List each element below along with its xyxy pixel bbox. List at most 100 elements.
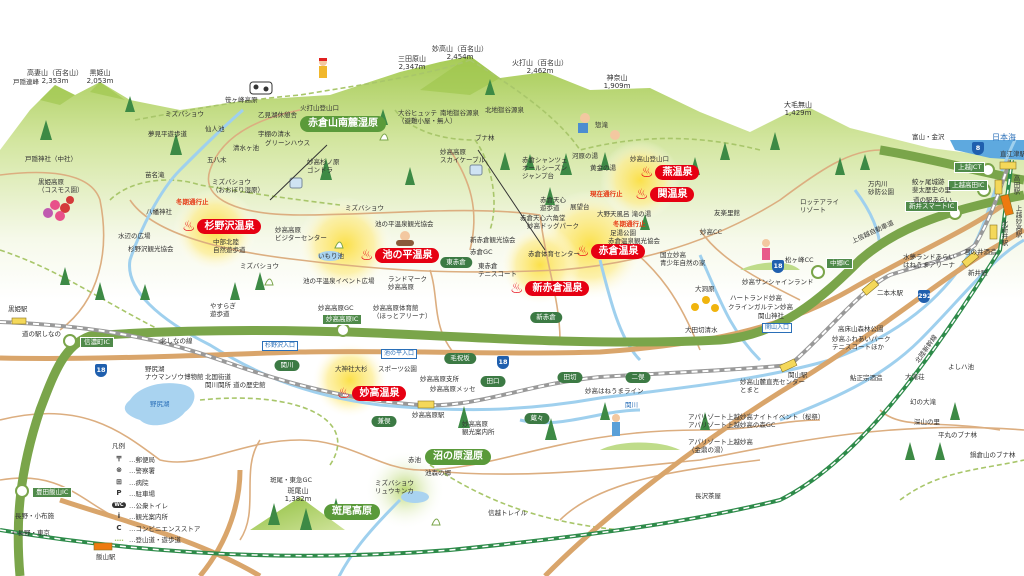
poi-label[interactable]: 宇棚の清水 <box>258 130 291 138</box>
poi-label[interactable]: ランドマーク 妙高高原 <box>388 275 427 291</box>
poi-label[interactable]: 野尻湖 ナウマンゾウ博物館 <box>145 365 204 381</box>
poi-label[interactable]: 道の駅あらい <box>913 196 952 204</box>
poi-label[interactable]: 君の井酒造 <box>964 248 997 256</box>
poi-label[interactable]: 平丸のブナ林 <box>938 431 977 439</box>
area-badge[interactable]: 赤倉山南麓湿原 <box>300 116 386 132</box>
poi-label[interactable]: 苗名滝 <box>145 171 165 179</box>
onsen-badge[interactable]: ♨杉野沢温泉 <box>182 219 262 234</box>
poi-label[interactable]: 赤池 <box>408 456 421 464</box>
poi-label[interactable]: 夢見平遊歩道 <box>148 130 187 138</box>
poi-label[interactable]: 清水ヶ池 <box>233 144 259 152</box>
poi-label[interactable]: 惣滝 <box>595 121 608 129</box>
onsen-badge[interactable]: ♨関温泉 <box>635 187 695 202</box>
poi-label[interactable]: ミズバショウ <box>345 204 384 212</box>
onsen-badge[interactable]: ♨妙高温泉 <box>337 386 407 401</box>
poi-label[interactable]: 杉野沢観光協会 <box>128 245 174 253</box>
poi-label[interactable]: ロッテアライ リゾート <box>800 198 839 214</box>
poi-label[interactable]: 仙人池 <box>205 125 225 133</box>
poi-label[interactable]: 池森の郷 <box>425 469 451 477</box>
poi-label[interactable]: 妙高高原メッセ <box>430 385 476 393</box>
poi-label[interactable]: アパリゾート上越妙高 （金鼎の湯） <box>688 438 753 454</box>
poi-label[interactable]: 妙高高原GC <box>318 304 354 312</box>
poi-label[interactable]: ミズバショウ <box>165 110 204 118</box>
poi-label[interactable]: 妙高高原 スカイケーブル <box>440 148 486 164</box>
poi-label[interactable]: 戸隠連峰 <box>13 78 39 86</box>
poi-label[interactable]: 池の平温泉観光協会 <box>375 220 434 228</box>
poi-label[interactable]: 戸隠神社（中社） <box>25 155 77 163</box>
poi-label[interactable]: 深山の里 <box>914 418 940 426</box>
poi-label[interactable]: 妙高山登山口 <box>630 155 669 163</box>
poi-label[interactable]: よしハ池 <box>948 363 974 371</box>
poi-label[interactable]: 黄金の湯 <box>590 164 616 172</box>
poi-label[interactable]: 妙高ふれあいパーク テニスコートほか <box>832 335 891 351</box>
poi-label[interactable]: 妙高高原 観光案内所 <box>462 420 495 436</box>
onsen-badge[interactable]: ♨赤倉温泉 <box>576 244 646 259</box>
poi-label[interactable]: 赤倉体育センター <box>528 250 580 258</box>
poi-label[interactable]: 幻の大滝 <box>910 398 936 406</box>
poi-label[interactable]: 水辺の広場 <box>118 232 151 240</box>
poi-label[interactable]: ミズバショウ リュウキンカ <box>375 479 414 495</box>
poi-label[interactable]: 大野天風呂 滝の湯 <box>597 210 652 218</box>
poi-label[interactable]: 大田切清水 <box>685 326 718 334</box>
poi-label[interactable]: 赤倉天心六角堂 <box>520 214 566 222</box>
poi-label[interactable]: やすらぎ 遊歩道 <box>210 302 236 318</box>
poi-label[interactable]: 鮎正宗酒造 <box>850 374 883 382</box>
poi-label[interactable]: クラインガルテン妙高 <box>728 303 793 311</box>
poi-label[interactable]: 道の駅しなの <box>22 330 61 338</box>
poi-label[interactable]: スポーツ公園 <box>378 365 417 373</box>
poi-label[interactable]: 火打山登山口 <box>300 104 339 112</box>
poi-label[interactable]: 大谷ヒュッテ （避難小屋・無人） <box>398 109 457 125</box>
poi-label[interactable]: 八幡神社 <box>146 208 172 216</box>
poi-label[interactable]: 東赤倉 テニスコート <box>478 262 517 278</box>
poi-label[interactable]: ミズバショウ （おおぼり湿原） <box>212 178 264 194</box>
onsen-badge[interactable]: ♨燕温泉 <box>640 165 700 180</box>
poi-label[interactable]: 妙高高原体育館 （ほっとアリーナ） <box>373 304 432 320</box>
poi-label[interactable]: グリーンハウス <box>265 139 311 147</box>
poi-label[interactable]: 高床山森林公園 <box>838 325 884 333</box>
poi-label[interactable]: ブナ林 <box>475 134 495 142</box>
poi-label[interactable]: 赤倉天心 遊歩道 <box>540 196 566 212</box>
poi-label[interactable]: 妙高サンシャインランド <box>742 278 814 286</box>
poi-label[interactable]: ミズバショウ <box>240 262 279 270</box>
poi-label[interactable]: 足湯公園 <box>610 229 636 237</box>
poi-label[interactable]: 鍋倉山のブナ林 <box>970 451 1016 459</box>
onsen-badge[interactable]: ♨池の平温泉 <box>360 248 440 263</box>
poi-label[interactable]: 長沢茶屋 <box>695 492 721 500</box>
poi-label[interactable]: 万内川 砂防公園 <box>868 180 894 196</box>
poi-label[interactable]: 河原の湯 <box>572 152 598 160</box>
poi-label[interactable]: 笹ヶ峰高原 <box>225 96 258 104</box>
poi-label[interactable]: 松ヶ峰CC <box>785 256 814 264</box>
poi-label[interactable]: 妙高山麓直売センター とまと <box>740 378 805 394</box>
poi-label[interactable]: 妙高高原支所 <box>420 375 459 383</box>
poi-label[interactable]: 妙高CC <box>700 228 723 236</box>
poi-label[interactable]: 関山神社 <box>758 312 784 320</box>
poi-label[interactable]: 赤倉シャンツェ オールシーズン ジャンプ台 <box>522 156 568 180</box>
area-badge[interactable]: 沼の原湿原 <box>425 449 491 465</box>
poi-label[interactable]: 五八木 <box>207 156 227 164</box>
poi-label[interactable]: 妙高杉ノ原 ゴンドラ <box>307 158 340 174</box>
poi-label[interactable]: 黒姫高原 （コスモス園） <box>38 178 84 194</box>
poi-label[interactable]: 南地獄谷源泉 <box>440 109 479 117</box>
onsen-badge[interactable]: ♨新赤倉温泉 <box>510 281 590 296</box>
poi-label[interactable]: 妙高高原 ビジターセンター <box>275 226 327 242</box>
poi-label[interactable]: 池の平温泉イベント広場 <box>303 277 375 285</box>
poi-label[interactable]: 友楽里館 <box>714 209 740 217</box>
area-badge[interactable]: 斑尾高原 <box>324 504 380 520</box>
poi-label[interactable]: 展望台 <box>570 203 590 211</box>
poi-label[interactable]: ハートランド妙高 <box>730 294 782 302</box>
poi-label[interactable]: 妙高ドッグパーク <box>527 222 579 230</box>
poi-label[interactable]: 北地獄谷源泉 <box>485 106 524 114</box>
poi-label[interactable]: 中部北陸 自然遊歩道 <box>213 238 246 254</box>
poi-label[interactable]: アパリゾート上越妙高ナイトイベント（桜祭） アパリゾート上越妙高の森GC <box>688 413 825 429</box>
poi-label[interactable]: 乙見湖休憩舎 <box>258 111 297 119</box>
poi-label[interactable]: 斑尾・東急GC <box>270 476 313 484</box>
poi-label[interactable]: いもり池 <box>318 252 344 260</box>
poi-label[interactable]: 赤倉GC <box>470 248 493 256</box>
poi-label[interactable]: 水夢ランドあらい はねうまアリーナ <box>903 253 955 269</box>
poi-label[interactable]: 大洞原 <box>695 285 715 293</box>
poi-label[interactable]: 北国街道 関川関所 道の歴史館 <box>205 373 266 389</box>
poi-label[interactable]: 大滝荘 <box>905 373 925 381</box>
poi-label[interactable]: 鮫ヶ尾城跡 斐太歴史の里 <box>912 178 951 194</box>
poi-label[interactable]: 新赤倉観光協会 <box>470 236 516 244</box>
poi-label[interactable]: 赤倉温泉観光協会 <box>608 237 660 245</box>
